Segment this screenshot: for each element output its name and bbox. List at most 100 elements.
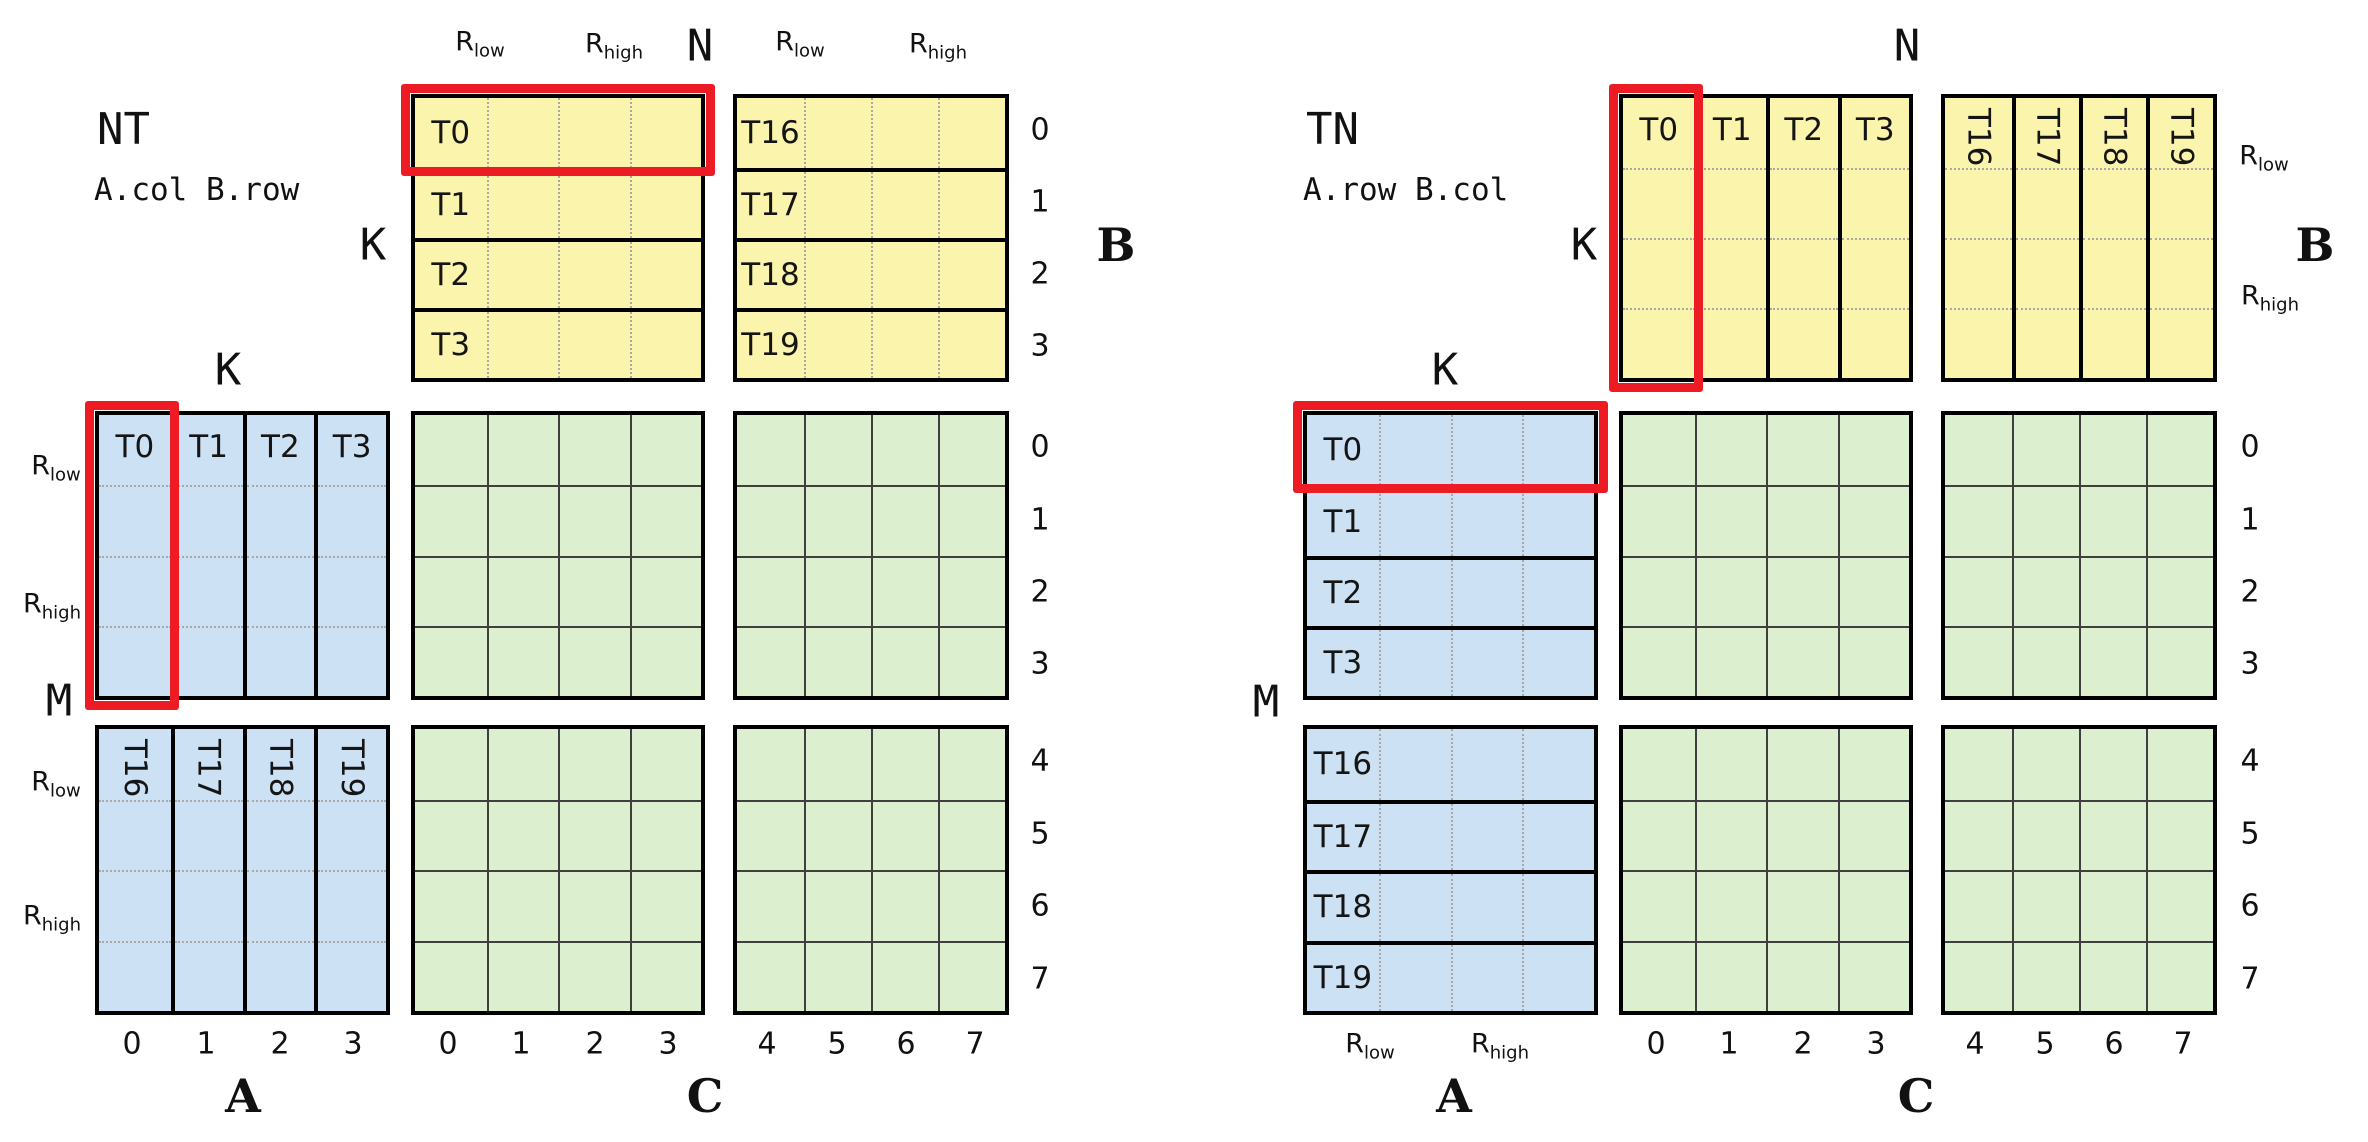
dotted-divider — [2083, 168, 2146, 170]
dotted-divider — [1522, 944, 1525, 1011]
tile-label: T0 — [115, 429, 155, 465]
matrix-b-tile-strip: T3 — [1837, 98, 1909, 378]
dotted-divider — [174, 625, 243, 628]
dotted-divider — [804, 242, 806, 308]
range-label-subscript: high — [603, 42, 644, 64]
dotted-divider — [486, 172, 489, 238]
dotted-divider — [1450, 559, 1453, 626]
dotted-divider — [1450, 415, 1453, 486]
matrix-b-tile-strip: T16 — [737, 98, 1005, 168]
tile-label: T16 — [1960, 108, 1997, 167]
dotted-divider — [1522, 489, 1525, 556]
index-label: 6 — [2240, 888, 2260, 924]
matrix-a-tile-strip: T17 — [170, 729, 243, 1011]
matrix-c-label: C — [686, 1069, 724, 1123]
matrix-a-label: A — [225, 1069, 261, 1123]
grid-line-vertical — [2146, 415, 2148, 696]
tile-label: T1 — [1712, 112, 1752, 148]
grid-line-vertical — [629, 415, 632, 696]
range-label: Rlow — [31, 450, 81, 485]
dotted-divider — [1522, 803, 1525, 870]
range-label-subscript: high — [1489, 1042, 1530, 1064]
range-label-subscript: low — [474, 40, 505, 62]
range-label: Rhigh — [23, 588, 81, 623]
tile-label: T2 — [1784, 112, 1824, 148]
range-label-subscript: low — [2258, 154, 2289, 176]
axis-n-label: N — [686, 20, 714, 72]
tile-label: T19 — [1313, 959, 1373, 996]
axis-m-label: M — [45, 675, 73, 727]
tile-label: T17 — [190, 739, 227, 798]
grid-line-horizontal — [1623, 625, 1909, 628]
range-label-base: R — [22, 588, 42, 620]
dotted-divider — [938, 172, 940, 238]
index-label: 3 — [1866, 1026, 1886, 1062]
dotted-divider — [804, 312, 806, 378]
index-label: 7 — [1030, 961, 1050, 997]
dotted-divider — [1698, 308, 1766, 310]
dotted-divider — [629, 98, 632, 168]
dotted-divider — [1841, 168, 1909, 170]
dotted-divider — [558, 312, 560, 378]
index-label: 2 — [2240, 574, 2260, 610]
dotted-divider — [246, 799, 315, 802]
dotted-divider — [1378, 415, 1381, 486]
highlight-box — [85, 401, 179, 710]
grid-line-horizontal — [737, 870, 1005, 872]
matrix-a-tile-strip: T1 — [1307, 485, 1594, 556]
matrix-c-block — [1941, 725, 2217, 1015]
index-label: 2 — [1030, 256, 1050, 292]
range-label-base: R — [775, 26, 795, 58]
tile-label: T3 — [1323, 644, 1363, 681]
grid-line-vertical — [938, 729, 940, 1011]
tile-label: T18 — [741, 257, 800, 293]
range-label-base: R — [22, 900, 42, 932]
range-label-subscript: low — [50, 464, 81, 486]
index-label: 3 — [658, 1026, 678, 1062]
axis-n-label: N — [1893, 20, 1921, 72]
matrix-b-tile-strip: T17 — [737, 168, 1005, 238]
matrix-b-tile-strip: T1 — [1694, 98, 1766, 378]
matrix-c-block — [411, 411, 705, 700]
dotted-divider — [1698, 238, 1766, 240]
tile-label: T16 — [116, 739, 153, 798]
dotted-divider — [99, 485, 171, 488]
dotted-divider — [1378, 629, 1381, 696]
dotted-divider — [174, 940, 243, 943]
dotted-divider — [558, 98, 560, 168]
tile-label: T18 — [2096, 108, 2133, 167]
index-label: 1 — [2240, 502, 2260, 538]
index-label: 4 — [1030, 743, 1050, 779]
tile-label: T1 — [189, 429, 228, 465]
dotted-divider — [1770, 238, 1838, 240]
dotted-divider — [486, 242, 489, 308]
index-label: 1 — [1719, 1026, 1739, 1062]
dotted-divider — [938, 242, 940, 308]
dotted-divider — [1623, 168, 1695, 170]
dotted-divider — [2016, 238, 2079, 240]
tile-label: T0 — [431, 115, 471, 151]
index-label: 3 — [2240, 646, 2260, 682]
range-label-subscript: low — [794, 40, 825, 62]
matrix-b-tile-strip: T18 — [2079, 98, 2146, 378]
matrix-c-block — [733, 411, 1009, 700]
grid-line-horizontal — [737, 555, 1005, 558]
index-label: 1 — [196, 1026, 216, 1062]
dotted-divider — [318, 485, 386, 488]
dotted-divider — [1623, 238, 1695, 240]
dotted-divider — [1522, 729, 1525, 800]
matrix-b-tile-strip: T17 — [2012, 98, 2079, 378]
axis-k-b-label: K — [1570, 219, 1598, 271]
range-label-subscript: high — [927, 42, 968, 64]
dotted-divider — [629, 242, 632, 308]
dotted-divider — [1450, 489, 1453, 556]
panel-subtitle: A.col B.row — [94, 172, 300, 208]
range-label-base: R — [31, 450, 51, 482]
index-label: 0 — [122, 1026, 142, 1062]
range-label-base: R — [455, 26, 475, 58]
dotted-divider — [1378, 803, 1381, 870]
